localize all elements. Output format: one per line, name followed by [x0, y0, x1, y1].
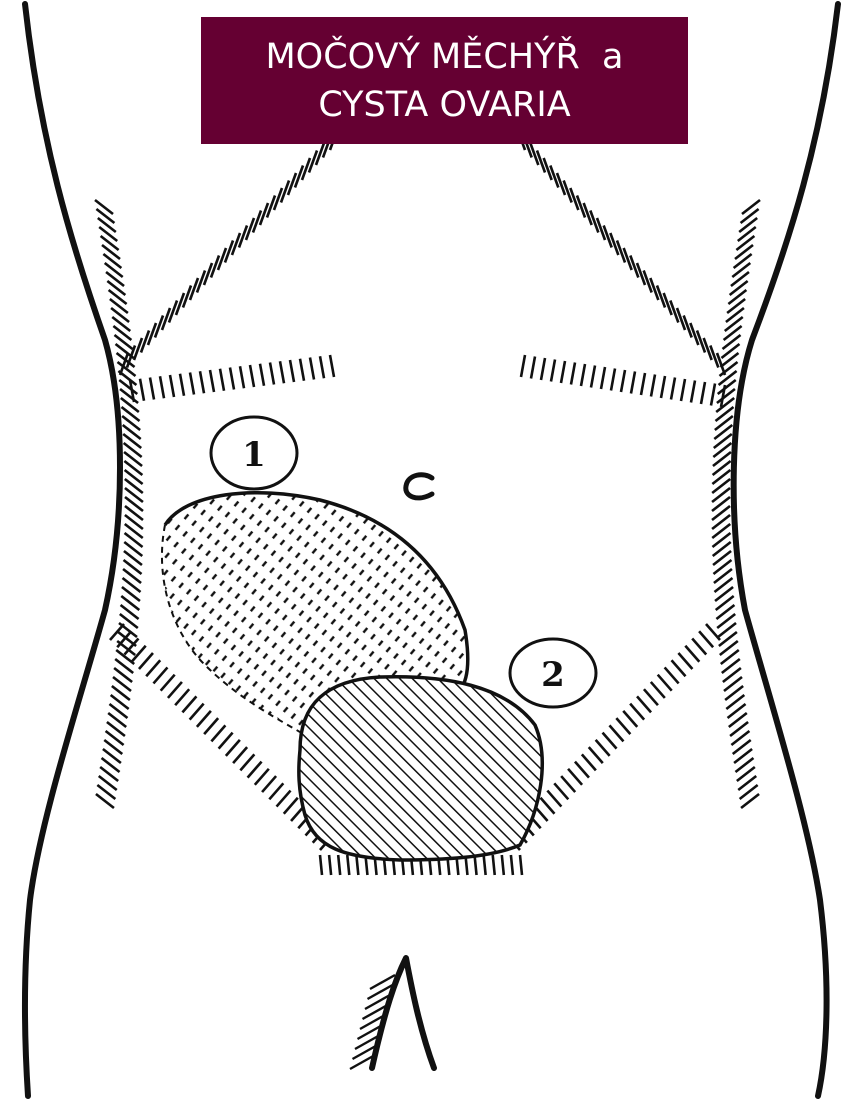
torso-right-outline: [734, 4, 838, 1096]
ovarian-cyst-region: [290, 670, 560, 870]
label-2-marker: 2: [510, 639, 596, 707]
label-1-marker: 1: [211, 417, 297, 489]
title-line-2: CYSTA OVARIA: [318, 81, 570, 129]
torso-left-outline: [25, 4, 120, 1096]
diagram-title: MOČOVÝ MĚCHÝŘ a CYSTA OVARIA: [201, 17, 688, 144]
label-2-text: 2: [541, 655, 565, 695]
title-line-1: MOČOVÝ MĚCHÝŘ a: [265, 33, 623, 81]
pubic-cleft: [350, 958, 434, 1069]
label-1-text: 1: [242, 435, 266, 475]
umbilicus-mark: [406, 475, 432, 498]
